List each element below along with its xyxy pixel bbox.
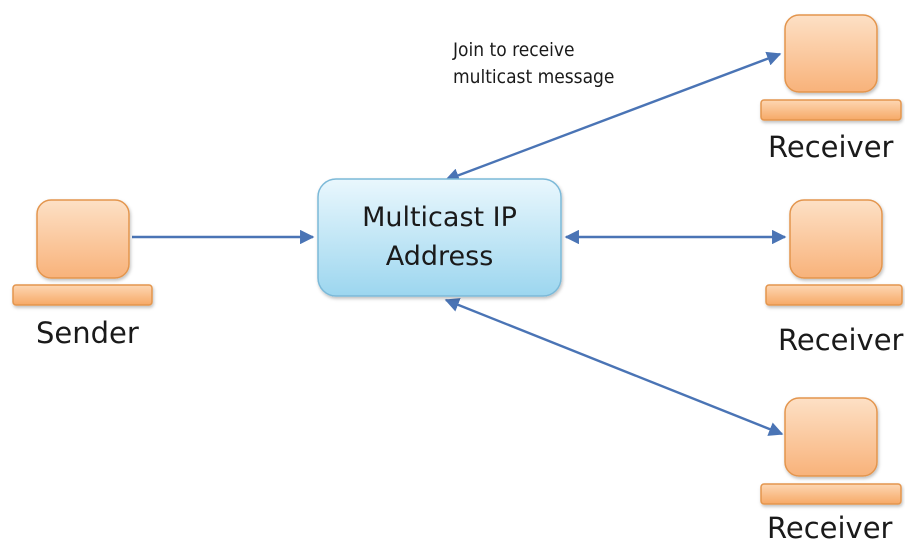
receiver-3-computer-icon <box>760 397 902 505</box>
arrow-hub-receiver-1 <box>444 51 782 183</box>
multicast-hub-box <box>317 178 562 297</box>
receiver-3-label: Receiver <box>767 511 893 545</box>
connection-arrows <box>132 51 787 436</box>
arrow-hub-receiver-3 <box>444 298 784 436</box>
annotation-line-1: Join to receive <box>453 39 575 61</box>
receiver-2-label: Receiver <box>778 323 904 357</box>
hub-label-line-2: Address <box>385 241 494 272</box>
receiver-1-label: Receiver <box>768 130 894 164</box>
sender-computer-icon <box>12 199 153 306</box>
annotation-line-2: multicast message <box>453 66 615 88</box>
receiver-1-computer-icon <box>760 14 902 121</box>
receiver-2-computer-icon <box>765 199 903 306</box>
hub-label-line-1: Multicast IP <box>362 202 517 233</box>
sender-label: Sender <box>36 316 139 350</box>
